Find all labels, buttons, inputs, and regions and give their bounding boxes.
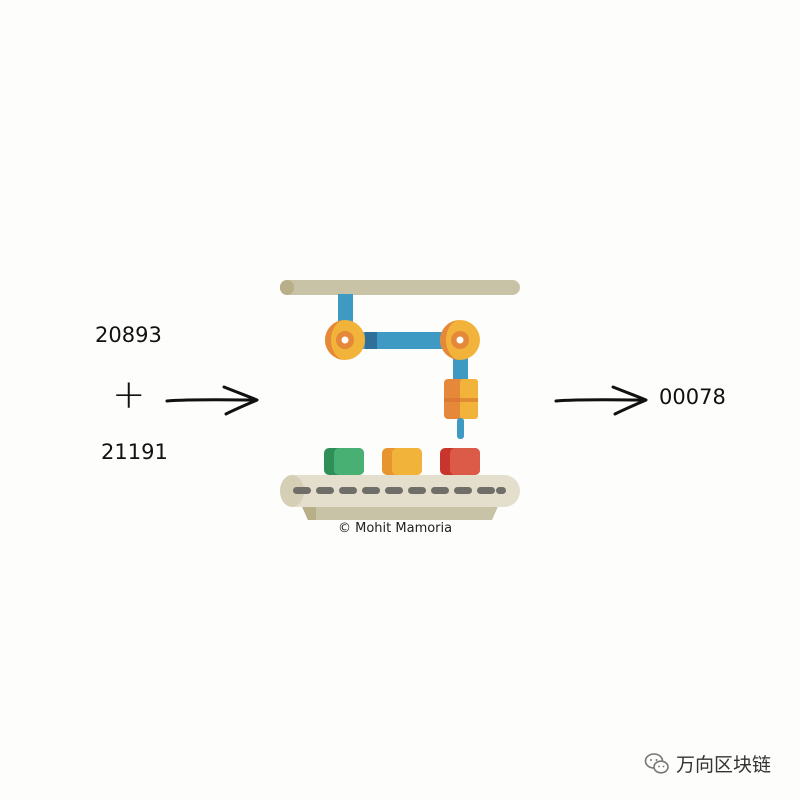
top-rail [280, 280, 520, 295]
output-number: 00078 [659, 385, 726, 409]
input-number-b: 21191 [101, 440, 168, 464]
arrow-right-icon [165, 385, 259, 416]
copyright-credit: © Mohit Mamoria [338, 521, 453, 536]
wechat-icon [644, 752, 669, 774]
arrow-right-icon [554, 385, 648, 416]
plus-operator: + [112, 372, 146, 418]
watermark: 万向区块链 [644, 750, 771, 777]
watermark-text: 万向区块链 [676, 754, 772, 776]
factory-machine-illustration [280, 280, 520, 520]
input-number-a: 20893 [95, 323, 162, 347]
